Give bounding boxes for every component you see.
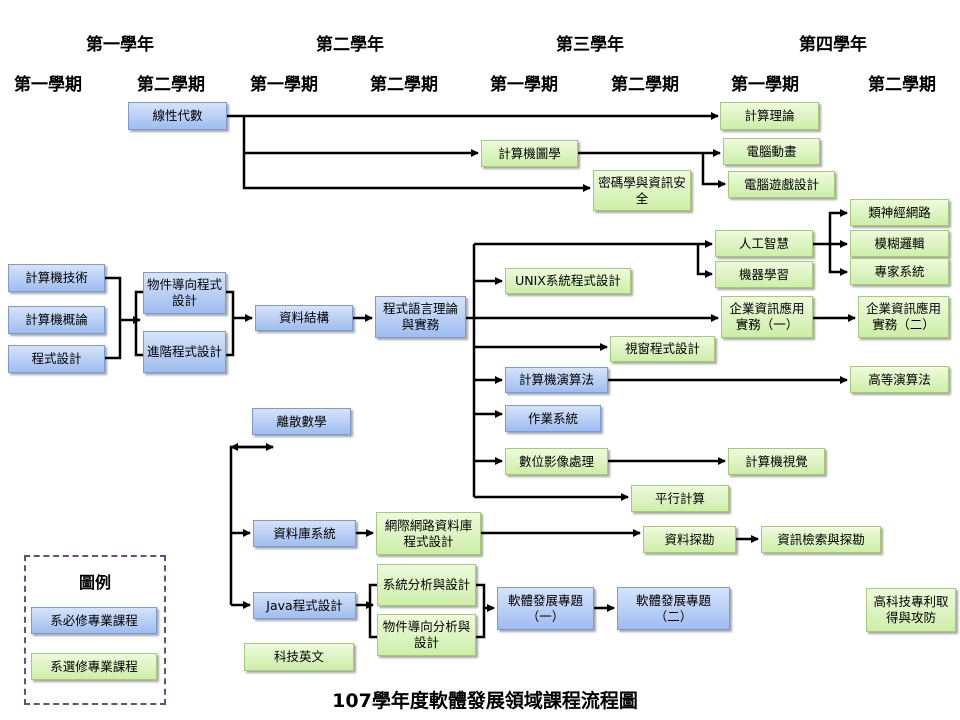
legend-title: 圖例 [78, 573, 111, 592]
course-enterprise-app-1[interactable]: 企業資訊應用實務（一） [721, 296, 813, 338]
course-programming-languages[interactable]: 程式語言理論與實務 [375, 296, 466, 338]
course-web-database[interactable]: 網際網路資料庫程式設計 [376, 512, 481, 555]
course-computer-vision[interactable]: 計算機視覺 [728, 448, 825, 475]
semester-header-2: 第二學期 [137, 75, 205, 95]
course-computer-tech[interactable]: 計算機技術 [8, 264, 105, 292]
legend: 圖例 系必修專業課程 系選修專業課程 [24, 555, 166, 705]
course-info-retrieval[interactable]: 資訊檢索與探勘 [761, 526, 881, 553]
course-system-analysis[interactable]: 系統分析與設計 [377, 564, 476, 606]
course-theory-of-computation[interactable]: 計算理論 [720, 102, 819, 130]
bracket-sa-ooad [368, 583, 486, 639]
course-tech-english[interactable]: 科技英文 [244, 643, 354, 671]
course-linear-algebra[interactable]: 線性代數 [128, 102, 227, 130]
course-neural-networks[interactable]: 類神經網路 [850, 199, 949, 226]
course-digital-image[interactable]: 數位影像處理 [505, 448, 608, 475]
arrow-linear-to-crypto [242, 153, 591, 192]
year-header-4: 第四學年 [799, 35, 867, 55]
course-algorithms[interactable]: 計算機演算法 [505, 367, 608, 393]
course-window-programming[interactable]: 視窗程式設計 [610, 336, 715, 362]
course-unix-programming[interactable]: UNIX系統程式設計 [505, 268, 631, 294]
course-oop[interactable]: 物件導向程式設計 [143, 272, 226, 314]
arrow-linear-to-graphics [242, 116, 479, 157]
course-intro-cs[interactable]: 計算機概論 [8, 306, 105, 334]
course-computer-graphics[interactable]: 計算機圖學 [481, 140, 578, 167]
arrow-ai-to-expert [813, 242, 848, 276]
course-advanced-algorithms[interactable]: 高等演算法 [850, 366, 949, 393]
legend-required-swatch: 系必修專業課程 [31, 607, 157, 634]
year-header-3: 第三學年 [556, 35, 624, 55]
semester-header-8: 第二學期 [868, 75, 936, 95]
semester-header-3: 第一學期 [250, 75, 318, 95]
bracket-oop-advanced [134, 290, 235, 357]
course-discrete-math[interactable]: 離散數學 [252, 408, 351, 435]
course-advanced-programming[interactable]: 進階程式設計 [143, 331, 226, 373]
arrow-graphics-to-game [701, 153, 726, 188]
diagram-title: 107學年度軟體發展領域課程流程圖 [332, 690, 638, 712]
course-software-project-2[interactable]: 軟體發展專題（二） [617, 587, 730, 630]
course-ai[interactable]: 人工智慧 [715, 230, 813, 257]
course-enterprise-app-2[interactable]: 企業資訊應用實務（二） [858, 296, 949, 338]
year-header-2: 第二學年 [316, 35, 384, 55]
year-header-1: 第一學年 [86, 35, 154, 55]
course-java[interactable]: Java程式設計 [253, 592, 356, 619]
course-parallel-computing[interactable]: 平行計算 [631, 485, 729, 512]
course-cryptography[interactable]: 密碼學與資訊安全 [593, 170, 691, 211]
course-ooad[interactable]: 物件導向分析與設計 [377, 614, 476, 656]
semester-header-6: 第二學期 [611, 75, 679, 95]
semester-header-7: 第一學期 [731, 75, 799, 95]
course-operating-systems[interactable]: 作業系統 [505, 405, 601, 432]
course-game-design[interactable]: 電腦遊戲設計 [728, 171, 835, 198]
course-database[interactable]: 資料庫系統 [253, 520, 356, 547]
course-patents[interactable]: 高科技專利取得與攻防 [866, 588, 956, 632]
arrow-ai-to-neural [828, 209, 848, 244]
course-software-project-1[interactable]: 軟體發展專題（一） [497, 587, 594, 630]
course-machine-learning[interactable]: 機器學習 [715, 261, 813, 288]
course-fuzzy-logic[interactable]: 模糊邏輯 [850, 230, 949, 257]
course-data-mining[interactable]: 資料探勘 [643, 526, 736, 553]
semester-header-4: 第二學期 [370, 75, 438, 95]
legend-elective-swatch: 系選修專業課程 [31, 653, 157, 680]
course-programming[interactable]: 程式設計 [8, 345, 105, 373]
semester-header-1: 第一學期 [14, 75, 82, 95]
course-data-structures[interactable]: 資料結構 [255, 305, 353, 331]
course-expert-systems[interactable]: 專家系統 [850, 258, 949, 285]
semester-header-5: 第一學期 [490, 75, 558, 95]
course-computer-animation[interactable]: 電腦動畫 [723, 138, 820, 165]
arrow-ai-to-ml [696, 244, 713, 278]
